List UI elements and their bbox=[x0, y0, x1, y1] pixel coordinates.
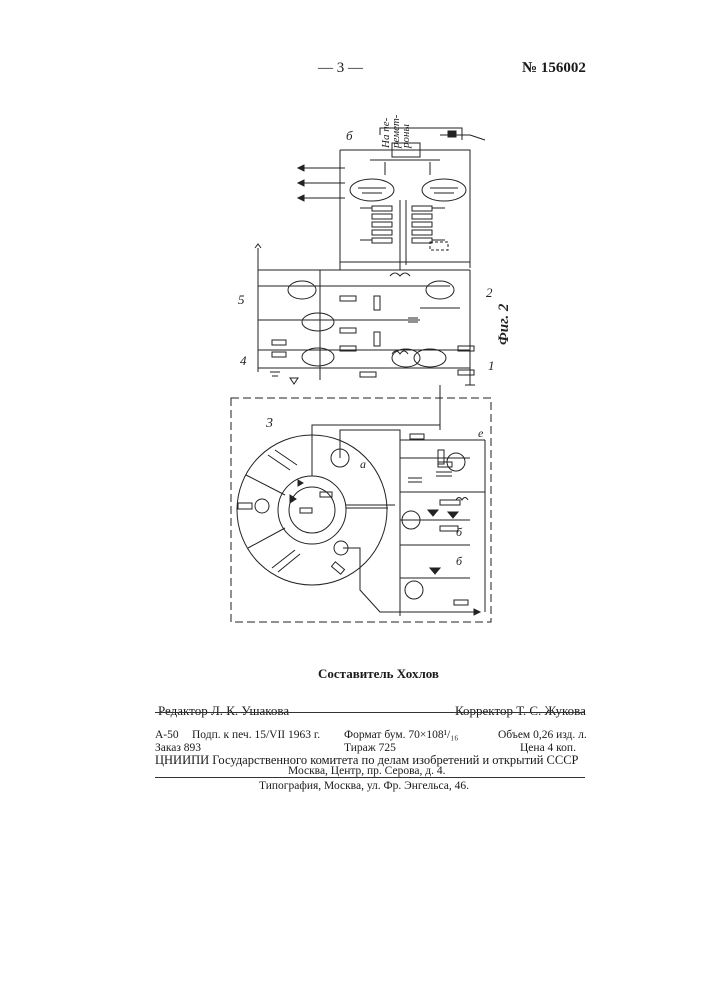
label-a: a bbox=[360, 457, 366, 471]
label-e: е bbox=[478, 426, 484, 440]
colophon-signed: Подп. к печ. 15/VII 1963 г. bbox=[192, 729, 320, 741]
editor-line: Редактор Л. К. Ушакова bbox=[158, 703, 289, 719]
label-five: 5 bbox=[238, 292, 245, 307]
compiler-line: Составитель Хохлов bbox=[318, 666, 439, 682]
colophon-printer: Типография, Москва, ул. Фр. Энгельса, 46… bbox=[259, 780, 469, 792]
figure-caption: Фиг. 2 bbox=[496, 303, 512, 345]
label-three: 3 bbox=[265, 416, 273, 431]
label-b2: б bbox=[456, 525, 463, 539]
circuit-schematic-figure: На пе- ремет- роны bbox=[0, 0, 707, 640]
label-two: 2 bbox=[486, 285, 493, 300]
colophon-a50: А-50 bbox=[155, 729, 179, 741]
colophon-rule-2 bbox=[155, 777, 585, 778]
label-b3: б bbox=[456, 554, 463, 568]
label-four: 4 bbox=[240, 353, 247, 368]
colophon-rule bbox=[155, 712, 585, 713]
label-one: 1 bbox=[488, 358, 495, 373]
label-b: б bbox=[346, 128, 353, 143]
note-line-3: роны bbox=[400, 124, 412, 149]
corrector-line: Корректор Т. С. Жукова bbox=[455, 703, 586, 719]
colophon-format: Формат бум. 70×108¹/₁₆ bbox=[344, 729, 458, 741]
colophon-volume: Объем 0,26 изд. л. bbox=[498, 729, 587, 741]
colophon-address: Москва, Центр, пр. Серова, д. 4. bbox=[288, 765, 445, 777]
